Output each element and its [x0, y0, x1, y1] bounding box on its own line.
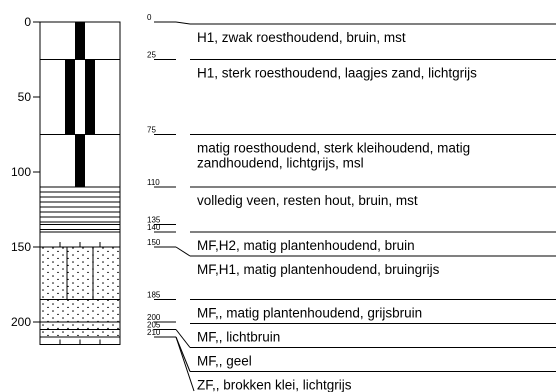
sand-dots — [40, 247, 120, 300]
layer-top-depth: 75 — [147, 126, 156, 135]
layer-top-depth: 150 — [147, 238, 161, 247]
sand-dots — [40, 322, 120, 330]
layer-description: MF,, lichtbruin — [197, 330, 280, 345]
layer-top-depth: 210 — [147, 328, 161, 337]
layer-description: zandhoudend, lichtgrijs, msl — [197, 156, 364, 171]
layer-description: MF,H1, matig plantenhoudend, bruingrijs — [197, 262, 440, 277]
layer-description: MF,H2, matig plantenhoudend, bruin — [197, 238, 415, 253]
connector-line — [175, 246, 191, 257]
layer-top-depth: 200 — [147, 313, 161, 322]
layer-top-depth: 135 — [147, 216, 161, 225]
layer-description: H1, sterk roesthoudend, laagjes zand, li… — [197, 66, 477, 81]
layer-top-depth: 140 — [147, 223, 161, 232]
layer-description: MF,, geel — [197, 354, 252, 369]
peat-band — [75, 22, 85, 60]
layer-description: H1, zwak roesthoudend, bruin, mst — [197, 30, 406, 45]
axis-tick-label: 150 — [11, 240, 31, 254]
connector-line — [175, 336, 195, 392]
axis-tick-label: 50 — [18, 90, 32, 104]
layer-top-depth: 110 — [147, 178, 160, 187]
column-frame — [39, 21, 121, 345]
lithology-column — [39, 21, 121, 345]
sand-dots — [40, 329, 120, 337]
connector-line — [175, 21, 191, 25]
axis-tick-label: 200 — [11, 315, 31, 329]
connector-line — [175, 329, 191, 348]
layer-descriptions: H1, zwak roesthoudend, bruin, mst 0H1, st… — [147, 13, 556, 392]
depth-axis: 0 50 100 150 200 — [11, 15, 40, 329]
layer-description: ZF,, brokken klei, lichtgrijs — [197, 378, 352, 392]
layer-top-depth: 25 — [147, 51, 156, 60]
peat-band — [75, 134, 85, 187]
layer-top-depth: 0 — [147, 13, 152, 22]
sand-dots — [40, 299, 120, 322]
layer-description: matig roesthoudend, sterk kleihoudend, m… — [197, 141, 470, 156]
peat-band — [65, 59, 75, 135]
layer-description: MF,, matig plantenhoudend, grijsbruin — [197, 306, 422, 321]
axis-tick-label: 100 — [11, 165, 31, 179]
layer-top-depth: 205 — [147, 321, 161, 330]
axis-tick-label: 0 — [24, 15, 31, 29]
layer-top-depth: 185 — [147, 291, 161, 300]
peat-band — [85, 59, 95, 135]
layer-description: volledig veen, resten hout, bruin, mst — [197, 193, 418, 208]
